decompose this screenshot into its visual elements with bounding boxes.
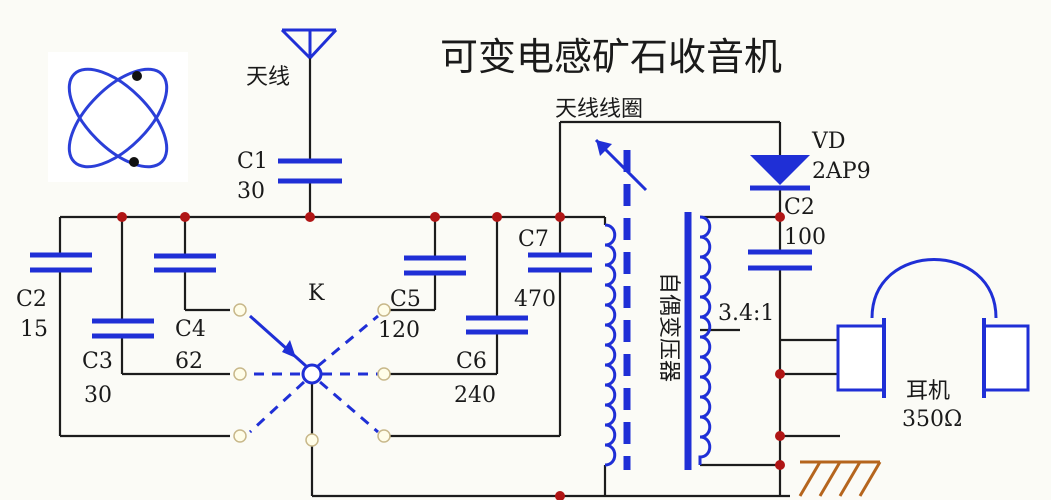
c2-left-value: 15 xyxy=(20,317,48,342)
earphone-impedance: 350Ω xyxy=(902,407,962,432)
diode-model: 2AP9 xyxy=(812,159,871,184)
antenna-label: 天线 xyxy=(246,65,290,90)
junctions xyxy=(117,212,785,500)
c3-name: C3 xyxy=(82,349,113,374)
c2-left-name: C2 xyxy=(16,287,47,312)
antenna-coil xyxy=(594,138,648,470)
capacitor-c2-right xyxy=(748,249,812,271)
antenna-symbol xyxy=(280,28,338,60)
switch-label: K xyxy=(308,281,325,306)
capacitor-c3 xyxy=(92,318,154,339)
c7-name: C7 xyxy=(518,227,549,252)
c6-name: C6 xyxy=(456,349,487,374)
c1-name: C1 xyxy=(237,149,268,174)
autotransformer xyxy=(684,212,712,470)
c4-value: 62 xyxy=(175,349,203,374)
capacitor-c4 xyxy=(154,253,216,273)
capacitor-c5 xyxy=(404,255,466,276)
diagram-title: 可变电感矿石收音机 xyxy=(440,35,782,79)
earphone-label: 耳机 xyxy=(906,379,950,404)
capacitor-c7 xyxy=(528,252,592,273)
diode-vd xyxy=(750,155,810,191)
c2-right-value: 100 xyxy=(784,225,826,250)
c1-value: 30 xyxy=(237,179,265,204)
c2-right-name: C2 xyxy=(784,195,815,220)
c5-value: 120 xyxy=(378,318,420,343)
c5-name: C5 xyxy=(390,287,421,312)
capacitor-c6 xyxy=(466,315,528,335)
diode-name: VD xyxy=(811,129,846,154)
ratio-label: 3.4:1 xyxy=(718,301,774,326)
autotransformer-label: 自偶变压器 xyxy=(656,272,681,382)
rotary-switch xyxy=(233,303,391,447)
c6-value: 240 xyxy=(454,383,496,408)
c4-name: C4 xyxy=(175,317,206,342)
capacitor-c1 xyxy=(278,158,342,184)
ground-icon xyxy=(798,460,882,497)
capacitor-c2-left xyxy=(30,252,92,273)
c7-value: 470 xyxy=(514,287,556,312)
c3-value: 30 xyxy=(84,383,112,408)
antenna-coil-label: 天线线圈 xyxy=(555,97,643,122)
wiring xyxy=(58,55,840,498)
earphone-icon xyxy=(836,258,1030,398)
logo-icon xyxy=(48,52,188,182)
